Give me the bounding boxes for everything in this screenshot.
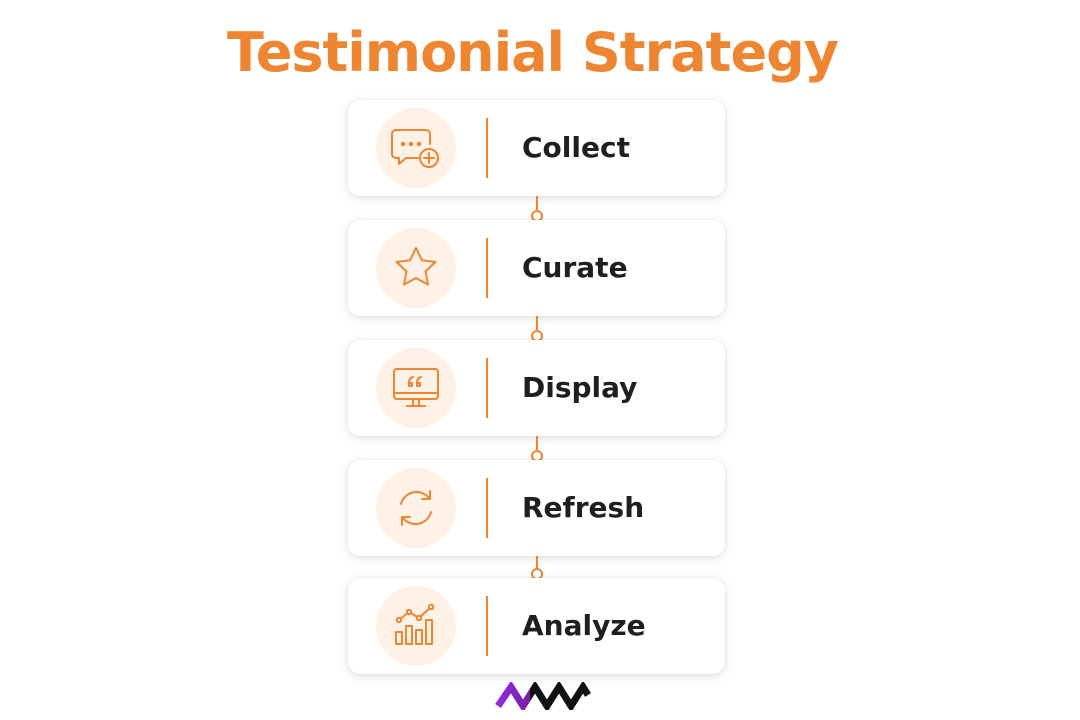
step-label: Analyze xyxy=(522,609,646,642)
step-label: Refresh xyxy=(522,491,645,524)
step-card-refresh: Refresh xyxy=(348,460,725,556)
connector-line xyxy=(536,556,538,568)
card-divider xyxy=(486,238,488,298)
card-divider xyxy=(486,596,488,656)
connector-line xyxy=(536,436,538,450)
step-label: Curate xyxy=(522,251,628,284)
chat-add-icon xyxy=(376,108,456,188)
refresh-icon xyxy=(376,468,456,548)
card-divider xyxy=(486,118,488,178)
step-card-collect: Collect xyxy=(348,100,725,196)
star-icon xyxy=(376,228,456,308)
step-card-display: Display xyxy=(348,340,725,436)
step-label: Collect xyxy=(522,131,630,164)
step-card-analyze: Analyze xyxy=(348,578,725,674)
diagram-title: Testimonial Strategy xyxy=(227,21,839,84)
brand-logo xyxy=(495,682,591,710)
bar-chart-icon xyxy=(376,586,456,666)
card-divider xyxy=(486,358,488,418)
connector-line xyxy=(536,196,538,210)
step-card-curate: Curate xyxy=(348,220,725,316)
card-divider xyxy=(486,478,488,538)
step-label: Display xyxy=(522,371,638,404)
monitor-quote-icon xyxy=(376,348,456,428)
connector-line xyxy=(536,316,538,330)
